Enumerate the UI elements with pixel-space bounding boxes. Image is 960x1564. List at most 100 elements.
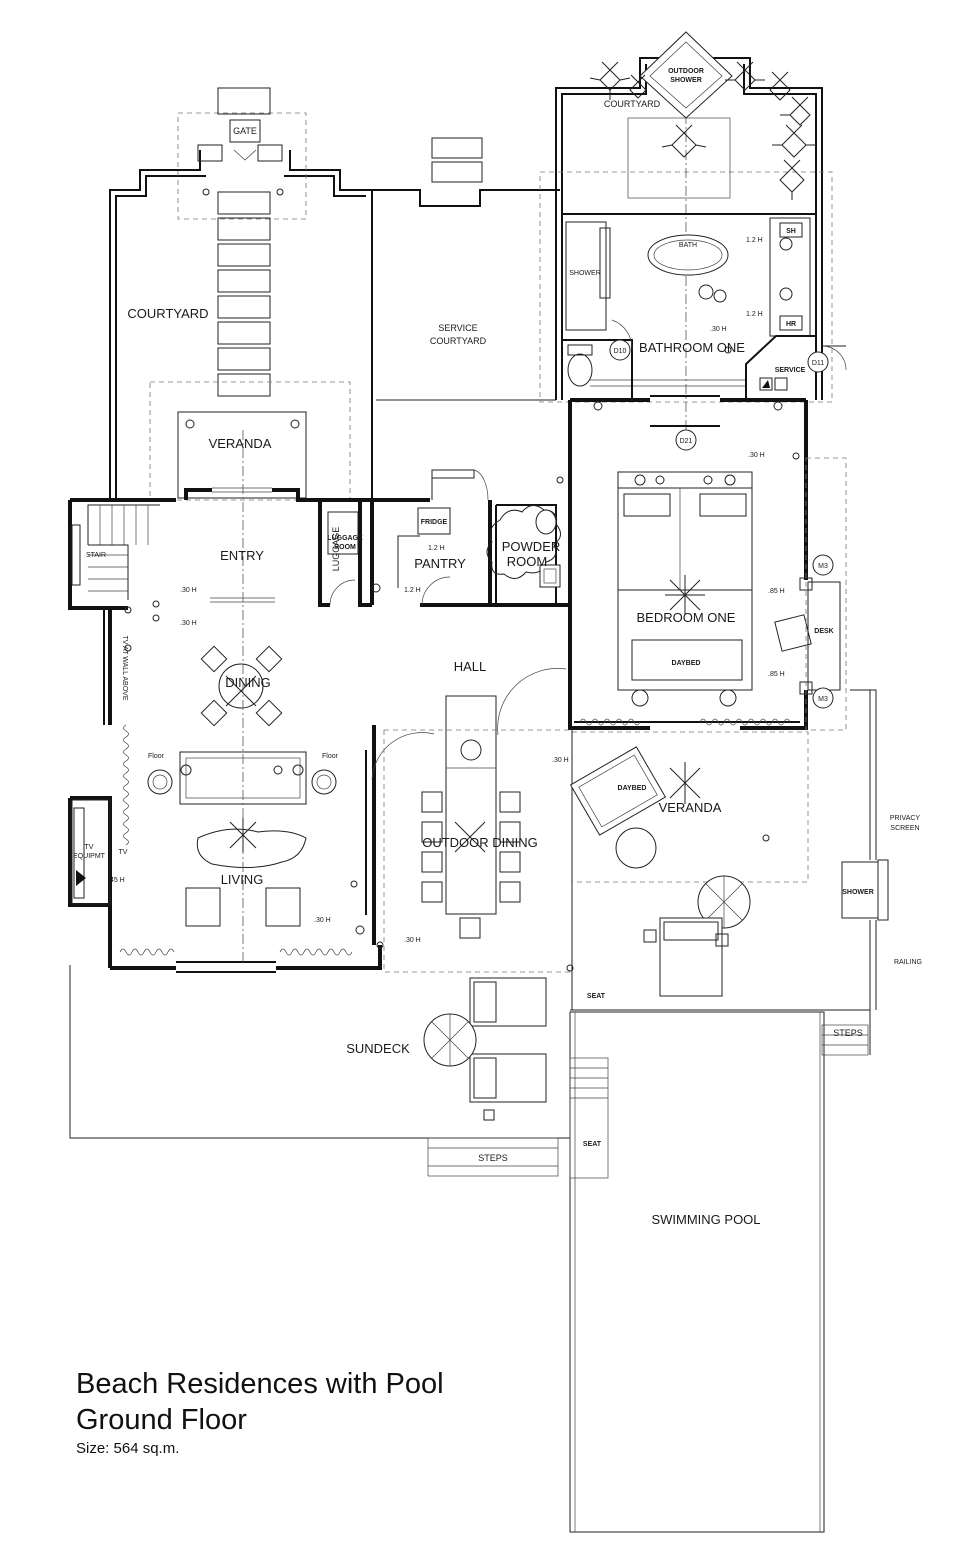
tv-equipment bbox=[71, 799, 111, 905]
door-tag-d10-circle bbox=[609, 339, 631, 361]
label-gate: GATE bbox=[233, 126, 257, 136]
bathroom-one bbox=[562, 213, 816, 398]
label-service-courtyard-1: SERVICE bbox=[438, 323, 477, 333]
label-tv-equipment-2: EQUIPMT bbox=[73, 853, 106, 860]
plant-icon bbox=[780, 96, 811, 126]
toilet-icon bbox=[567, 344, 593, 387]
plant-icon bbox=[779, 159, 805, 200]
hr-tag-box bbox=[779, 315, 803, 331]
outdoor-shower-diamond bbox=[639, 31, 733, 119]
label-bathroom-one: BATHROOM ONE bbox=[639, 340, 745, 355]
label-luggage-room-1: LUGGAGE bbox=[327, 535, 363, 542]
label-top-courtyard: COURTYARD bbox=[604, 99, 661, 109]
height-tv: .45 H bbox=[108, 877, 125, 884]
label-privacy-screen-2: SCREEN bbox=[890, 825, 919, 832]
fixture-markers bbox=[124, 188, 800, 972]
label-privacy-screen-1: PRIVACY bbox=[890, 815, 921, 822]
tag-m3-bottom: M3 bbox=[818, 696, 828, 703]
label-swimming-pool: SWIMMING POOL bbox=[651, 1212, 760, 1227]
pantry bbox=[397, 469, 489, 606]
label-shower: SHOWER bbox=[569, 270, 601, 277]
veranda-daybed bbox=[569, 746, 667, 869]
plant-icon bbox=[772, 124, 816, 158]
height-veranda: .30 H bbox=[552, 757, 569, 764]
label-pantry: PANTRY bbox=[414, 556, 466, 571]
label-outdoor-dining: OUTDOOR DINING bbox=[422, 835, 538, 850]
ceiling-fans bbox=[225, 575, 705, 853]
height-bath-socket: .30 H bbox=[710, 326, 727, 333]
height-living: .30 H bbox=[314, 917, 331, 924]
height-desk-a: .85 H bbox=[768, 588, 785, 595]
label-powder-room-1: POWDER bbox=[502, 539, 561, 554]
service-courtyard bbox=[372, 137, 560, 401]
label-seat-2: SEAT bbox=[583, 1141, 602, 1148]
label-powder-room-2: ROOM bbox=[507, 554, 547, 569]
label-luggage-vertical: LUGGAGE bbox=[331, 527, 341, 572]
height-bath-a: 1.2 H bbox=[746, 237, 763, 244]
main-walls bbox=[68, 395, 808, 973]
label-seat-1: SEAT bbox=[587, 993, 606, 1000]
veranda-bedroom bbox=[571, 689, 877, 1010]
height-pantry-a: 1.2 H bbox=[428, 545, 445, 552]
label-outdoor-shower-1: OUTDOOR bbox=[668, 68, 704, 75]
veranda-entry bbox=[177, 411, 307, 499]
height-bath-b: 1.2 H bbox=[746, 311, 763, 318]
label-floor-lamp-left: Floor bbox=[148, 753, 165, 760]
label-outdoor-shower-2: SHOWER bbox=[670, 77, 702, 84]
label-veranda-bed: VERANDA bbox=[659, 800, 722, 815]
door-tag-d21-circle bbox=[675, 429, 697, 451]
height-bed-socket: .30 H bbox=[748, 452, 765, 459]
hall-door-swings bbox=[371, 668, 567, 781]
label-bath: BATH bbox=[679, 242, 697, 249]
label-hall: HALL bbox=[454, 659, 487, 674]
steps-right bbox=[821, 1024, 869, 1056]
plan-caption: Beach Residences with Pool Ground Floor … bbox=[76, 1366, 444, 1460]
sun-loungers bbox=[469, 977, 547, 1121]
plant-icon bbox=[769, 71, 791, 101]
pool-seat-steps bbox=[569, 1057, 609, 1179]
gate bbox=[229, 119, 261, 161]
plan-title: Beach Residences with Pool bbox=[76, 1368, 444, 1400]
label-bedroom-one: BEDROOM ONE bbox=[637, 610, 736, 625]
coffee-table bbox=[196, 828, 307, 869]
tag-sh: SH bbox=[786, 228, 796, 235]
stepping-stones bbox=[217, 87, 271, 397]
sun-umbrella bbox=[697, 875, 751, 929]
label-veranda-entry: VERANDA bbox=[209, 436, 272, 451]
label-railing: RAILING bbox=[894, 959, 922, 966]
label-stair: STAIR bbox=[86, 552, 106, 559]
label-entry: ENTRY bbox=[220, 548, 264, 563]
courtyard-canopy bbox=[149, 381, 351, 501]
service-cabinet bbox=[759, 377, 788, 391]
door-tag-d11-circle bbox=[807, 351, 829, 373]
plant-icon bbox=[661, 124, 707, 158]
label-tv: TV bbox=[119, 849, 128, 856]
outdoor-dining-table bbox=[421, 695, 521, 939]
door-tag-m3-circle bbox=[812, 554, 834, 576]
lamp-markers bbox=[180, 764, 304, 776]
bedroom-overhang bbox=[805, 457, 847, 731]
plan-subtitle: Ground Floor bbox=[76, 1404, 247, 1436]
plant-icon bbox=[629, 74, 647, 99]
label-floor-lamp-right: Floor bbox=[322, 753, 339, 760]
label-luggage-room-2: ROOM bbox=[334, 544, 356, 551]
window-hatching bbox=[119, 718, 791, 956]
height-entry-a: .30 H bbox=[180, 587, 197, 594]
tag-d11: D11 bbox=[812, 360, 824, 367]
veranda-lounger bbox=[643, 917, 729, 997]
label-dining: DINING bbox=[225, 675, 271, 690]
tag-d21: D21 bbox=[680, 438, 693, 445]
plant-icons bbox=[589, 61, 816, 200]
label-daybed-veranda: DAYBED bbox=[618, 785, 647, 792]
luggage-room bbox=[327, 511, 359, 606]
stair bbox=[71, 504, 160, 600]
courtyard-walls bbox=[109, 112, 373, 500]
height-pantry-b: 1.2 H bbox=[404, 587, 421, 594]
height-desk-b: .85 H bbox=[768, 671, 785, 678]
plant-icon bbox=[725, 61, 765, 91]
armchairs bbox=[185, 887, 301, 927]
height-living-b: .30 H bbox=[404, 937, 421, 944]
entry-threshold bbox=[210, 597, 275, 603]
tag-d10: D10 bbox=[614, 348, 627, 355]
